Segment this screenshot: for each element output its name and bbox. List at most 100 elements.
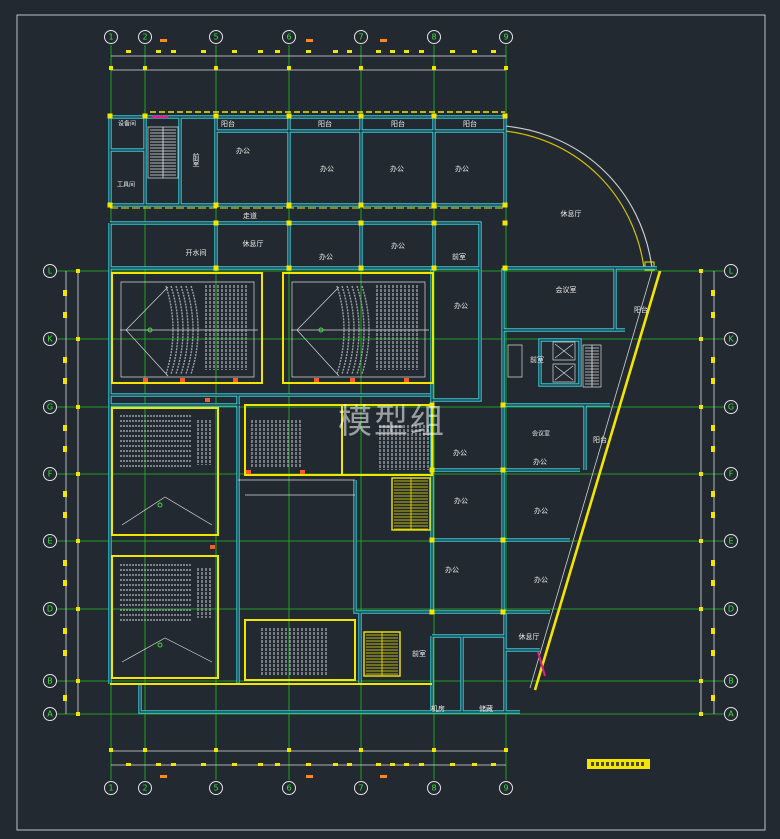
grid-labels-left: L K G F E D B A <box>43 264 57 721</box>
grid-label-col: 5 <box>213 784 218 793</box>
dimension-mark <box>76 679 80 683</box>
dimension-mark <box>63 512 67 518</box>
grid-label-col: 2 <box>142 33 147 42</box>
dimension-mark <box>376 763 381 766</box>
dimension-mark <box>76 472 80 476</box>
dimension-mark <box>171 763 176 766</box>
grid-label-col: 1 <box>108 33 113 42</box>
seat-row <box>341 285 350 375</box>
column-marker <box>213 265 219 271</box>
dimension-mark <box>711 425 715 431</box>
dimension-mark <box>432 66 436 70</box>
column-marker <box>431 220 437 226</box>
column-marker <box>500 609 506 615</box>
dimension-mark <box>711 491 715 497</box>
seat-row <box>190 285 199 375</box>
dimension-mark <box>63 695 67 701</box>
room-label: 前室 <box>192 152 200 167</box>
curved-balcony <box>504 125 655 271</box>
column-marker <box>500 537 506 543</box>
dimension-mark <box>376 50 381 53</box>
stairs <box>150 127 599 677</box>
title-block-mark <box>641 762 644 766</box>
room-label: 办公 <box>320 164 334 173</box>
dimension-marks <box>63 39 715 778</box>
column-marker <box>502 113 508 119</box>
dimension-mark <box>306 39 313 42</box>
seat-row <box>356 285 365 375</box>
dimension-mark <box>711 512 715 518</box>
seat-row <box>180 285 189 375</box>
dimension-mark <box>450 50 455 53</box>
title-block-mark <box>631 762 634 766</box>
room-label: 办公 <box>391 241 405 250</box>
room-label: 休息厅 <box>519 632 540 641</box>
room-label: 会议室 <box>532 430 550 438</box>
grid-label-row: A <box>728 710 734 719</box>
grid-label-col: 5 <box>213 33 218 42</box>
dimension-mark <box>201 763 206 766</box>
dimension-mark <box>76 539 80 543</box>
interior-detail-lines <box>120 126 602 663</box>
dimension-mark <box>359 66 363 70</box>
dimension-mark <box>232 763 237 766</box>
room-label: 阳台 <box>593 435 607 444</box>
dimension-mark <box>76 269 80 273</box>
column-marker <box>431 113 437 119</box>
dimension-mark <box>699 405 703 409</box>
room-label: 开水间 <box>186 248 207 257</box>
room-label: 办公 <box>534 575 548 584</box>
drawing-frame <box>16 14 766 831</box>
column-marker <box>286 202 292 208</box>
grid-label-row: A <box>47 710 53 719</box>
room-label: 阳台 <box>634 305 648 314</box>
dimension-mark <box>63 425 67 431</box>
dimension-mark <box>63 312 67 318</box>
grid-label-row: D <box>728 605 734 614</box>
accent-marks <box>143 115 546 677</box>
dimension-mark <box>275 763 280 766</box>
room-label: 办公 <box>453 448 467 457</box>
room-label: 阳台 <box>221 119 235 128</box>
column-marker <box>500 402 506 408</box>
grid-label-row: D <box>47 605 53 614</box>
grid-label-col: 9 <box>503 784 508 793</box>
column-marker <box>286 220 292 226</box>
column-marker <box>431 202 437 208</box>
dimension-mark <box>143 66 147 70</box>
column-marker <box>107 113 113 119</box>
seating-rows <box>120 285 429 676</box>
column-marker <box>358 113 364 119</box>
room-label: 办公 <box>534 506 548 515</box>
column-marker <box>358 202 364 208</box>
grid-label-row: E <box>728 537 733 546</box>
column-marker <box>142 113 148 119</box>
grid-label-row: K <box>728 335 734 344</box>
dimension-mark <box>419 50 424 53</box>
title-block-mark <box>616 762 619 766</box>
dimension-mark <box>275 50 280 53</box>
dimension-mark <box>404 763 409 766</box>
grid-label-row: F <box>729 470 734 479</box>
column-marker <box>431 265 437 271</box>
dimension-mark <box>156 50 161 53</box>
column-marker <box>502 265 508 271</box>
dimension-mark <box>390 50 395 53</box>
seat-row <box>170 285 179 375</box>
seat-row <box>351 285 360 375</box>
dimension-mark <box>171 50 176 53</box>
dimension-mark <box>699 539 703 543</box>
diagonal-facade <box>529 270 662 691</box>
room-label: 设备间 <box>118 120 136 128</box>
room-label: 办公 <box>533 457 547 466</box>
column-marker <box>502 220 508 226</box>
dimension-mark <box>504 66 508 70</box>
grid-label-row: L <box>48 267 53 276</box>
dimension-mark <box>347 50 352 53</box>
room-label: 走道 <box>243 211 257 220</box>
balcony-rail <box>110 111 505 209</box>
dimension-mark <box>699 679 703 683</box>
room-label: 阳台 <box>391 119 405 128</box>
